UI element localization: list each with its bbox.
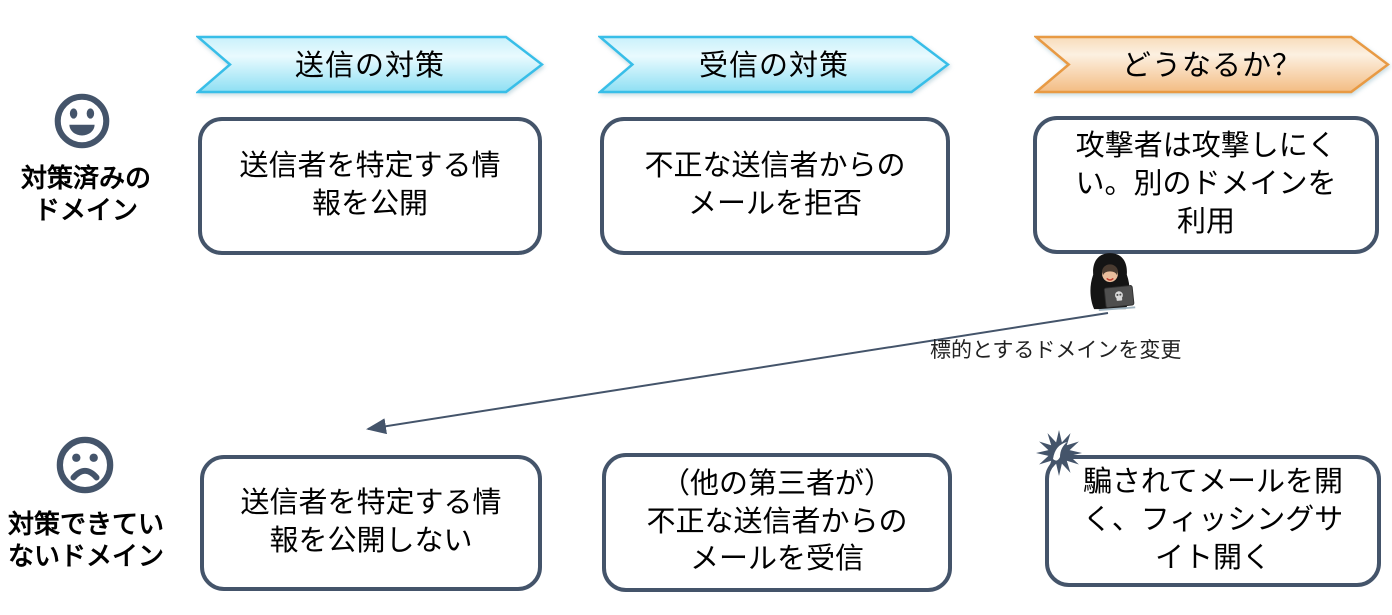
hacker-icon [1090, 253, 1136, 311]
box-no-sender-info-published: 送信者を特定する情 報を公開しない [200, 455, 542, 591]
box-publish-sender-info: 送信者を特定する情 報を公開 [198, 117, 542, 255]
box-third-party-receives-fraud-mail: （他の第三者が） 不正な送信者からの メールを受信 [602, 453, 952, 592]
annotation-change-target-label: 標的とするドメインを変更 [930, 339, 1182, 362]
banner-send-measures-label: 送信の対策 [294, 50, 445, 82]
banner-outcome-label: どうなるか？ [1121, 50, 1302, 82]
box-attacker-uses-other-domain: 攻撃者は攻撃しにく い。別のドメインを 利用 [1033, 116, 1379, 254]
row-label-unprotected-domain: 対策できてい ないドメイン [7, 509, 164, 571]
chevron-shape-orange [1034, 35, 1390, 94]
explosion-burst-icon [1036, 430, 1082, 476]
banner-receive-measures: 受信の対策 [598, 35, 950, 94]
chevron-shape-cyan [196, 35, 544, 94]
banner-outcome: どうなるか？ [1034, 35, 1390, 94]
smiley-face-icon [54, 93, 110, 149]
banner-send-measures: 送信の対策 [196, 35, 544, 94]
banner-receive-measures-label: 受信の対策 [698, 50, 849, 82]
box-deceived-opens-phishing: 騙されてメールを開 く、フィッシングサ イト開く [1045, 455, 1381, 587]
row-label-protected-domain: 対策済みの ドメイン [20, 163, 151, 225]
sad-face-icon [56, 436, 114, 494]
box-reject-fraud-mail: 不正な送信者からの メールを拒否 [600, 117, 950, 255]
chevron-shape-cyan [598, 35, 950, 94]
